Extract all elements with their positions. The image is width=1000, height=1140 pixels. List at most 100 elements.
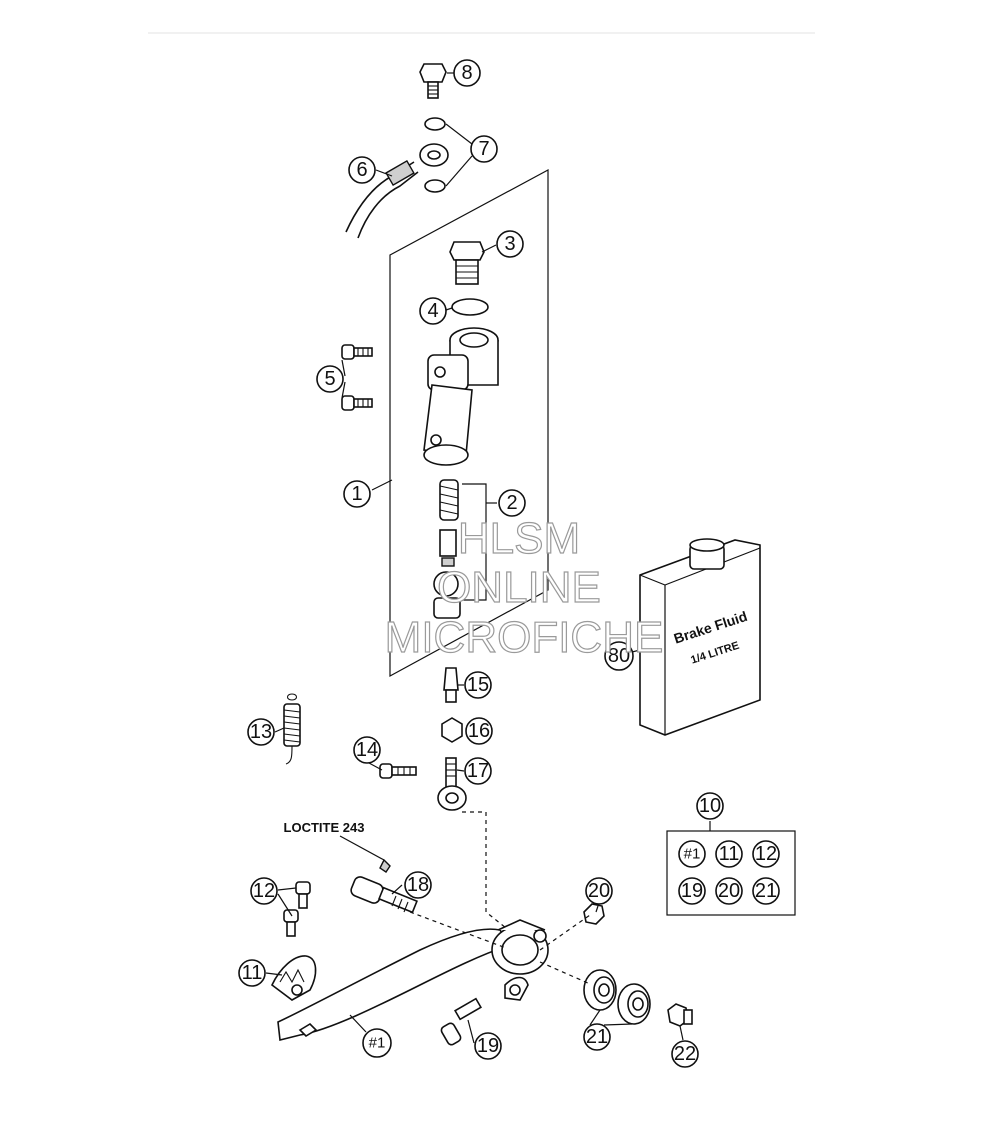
svg-text:20: 20 (718, 880, 740, 902)
screw-lower-part (341, 395, 373, 411)
svg-text:7: 7 (478, 138, 489, 160)
reservoir-fitting-part (449, 241, 485, 285)
loctite-drop (379, 858, 391, 873)
piston-set-part (433, 479, 487, 619)
footrest-screw-lower (283, 909, 299, 937)
footrest-screw-upper (295, 881, 311, 909)
assembly-line-bearing (539, 961, 591, 985)
callout-hash1: #1 (362, 1028, 392, 1058)
bearing-part-a (583, 969, 617, 1011)
watermark-line1: HLSM (458, 514, 580, 563)
callout-17: 17 (464, 757, 492, 785)
kit-item-hash1: #1 (678, 840, 706, 868)
return-spring-part (283, 693, 301, 765)
callout-8: 8 (453, 59, 481, 87)
brake-fluid-bottle: Brake Fluid 1/4 LITRE (639, 538, 761, 736)
leader-lines (265, 72, 711, 1044)
watermark-line3: MICROFICHE (385, 613, 664, 662)
svg-text:22: 22 (674, 1043, 696, 1065)
svg-text:12: 12 (755, 843, 777, 865)
callout-6: 6 (348, 156, 376, 184)
brake-hose-part (345, 143, 449, 239)
kit-item-11: 11 (715, 840, 743, 868)
svg-text:1: 1 (351, 483, 362, 505)
pedal-nut-part (583, 903, 605, 925)
assembly-line-clevis (462, 811, 507, 929)
svg-text:18: 18 (407, 874, 429, 896)
callout-22: 22 (671, 1040, 699, 1068)
loctite-leader (339, 835, 385, 861)
svg-text:80: 80 (608, 645, 630, 667)
svg-text:#1: #1 (369, 1035, 386, 1052)
bolt-part-14 (379, 763, 417, 779)
kit-item-20: 20 (715, 877, 743, 905)
callout-2: 2 (498, 489, 526, 517)
sealing-washer-top (424, 117, 446, 131)
svg-text:16: 16 (468, 720, 490, 742)
watermark: HLSM ONLINE MICROFICHE (384, 513, 664, 662)
o-ring-part (451, 298, 489, 316)
pivot-bolt-part (350, 876, 418, 914)
callout-14: 14 (353, 736, 381, 764)
svg-text:11: 11 (719, 843, 740, 865)
callout-1: 1 (343, 480, 371, 508)
svg-text:19: 19 (477, 1035, 499, 1057)
pedal-stop-bolt (440, 997, 482, 1046)
callout-80: 80 (604, 641, 634, 671)
master-cylinder-body-part (423, 327, 499, 466)
svg-text:2: 2 (506, 492, 517, 514)
svg-text:14: 14 (356, 739, 378, 761)
callout-13: 13 (247, 718, 275, 746)
svg-text:19: 19 (681, 880, 703, 902)
callout-18: 18 (404, 871, 432, 899)
callout-16: 16 (465, 717, 493, 745)
svg-text:11: 11 (242, 962, 263, 984)
svg-text:5: 5 (324, 368, 335, 390)
svg-text:#1: #1 (684, 846, 701, 863)
callout-7: 7 (470, 135, 498, 163)
kit-box (666, 830, 796, 916)
pushrod-part (443, 667, 459, 703)
callout-4: 4 (419, 297, 447, 325)
kit-item-19: 19 (678, 877, 706, 905)
clevis-part (437, 757, 467, 811)
svg-text:6: 6 (356, 159, 367, 181)
callout-12: 12 (250, 877, 278, 905)
nut-part (441, 717, 463, 743)
callout-21: 21 (583, 1023, 611, 1051)
svg-text:4: 4 (427, 300, 438, 322)
kit-item-21: 21 (752, 877, 780, 905)
callout-20: 20 (585, 877, 613, 905)
sealing-washer-bottom (424, 179, 446, 193)
screw-upper-part (341, 344, 373, 360)
svg-text:8: 8 (461, 62, 472, 84)
svg-text:17: 17 (467, 760, 489, 782)
callout-3: 3 (496, 230, 524, 258)
callout-10: 10 (696, 792, 724, 820)
master-cylinder-group-frame (389, 168, 549, 678)
callout-11: 11 (238, 959, 266, 987)
bearing-part-b (617, 983, 651, 1025)
svg-text:10: 10 (699, 795, 721, 817)
svg-text:21: 21 (755, 880, 777, 902)
assembly-line-bolt (409, 911, 507, 949)
watermark-line2: ONLINE (437, 563, 601, 612)
brake-pedal-part (277, 919, 549, 1041)
banjo-bolt-part (419, 63, 447, 99)
kit-item-12: 12 (752, 840, 780, 868)
svg-text:21: 21 (586, 1026, 608, 1048)
callout-15: 15 (464, 671, 492, 699)
svg-text:15: 15 (467, 674, 489, 696)
callout-5: 5 (316, 365, 344, 393)
svg-text:20: 20 (588, 880, 610, 902)
footrest-tread-part (270, 955, 317, 1001)
callout-19: 19 (474, 1032, 502, 1060)
assembly-line-nut (539, 914, 591, 951)
svg-text:12: 12 (253, 880, 275, 902)
loctite-label: LOCTITE 243 (284, 820, 365, 835)
pedal-bolt-part (667, 1003, 693, 1027)
svg-text:13: 13 (250, 721, 272, 743)
svg-text:3: 3 (504, 233, 515, 255)
